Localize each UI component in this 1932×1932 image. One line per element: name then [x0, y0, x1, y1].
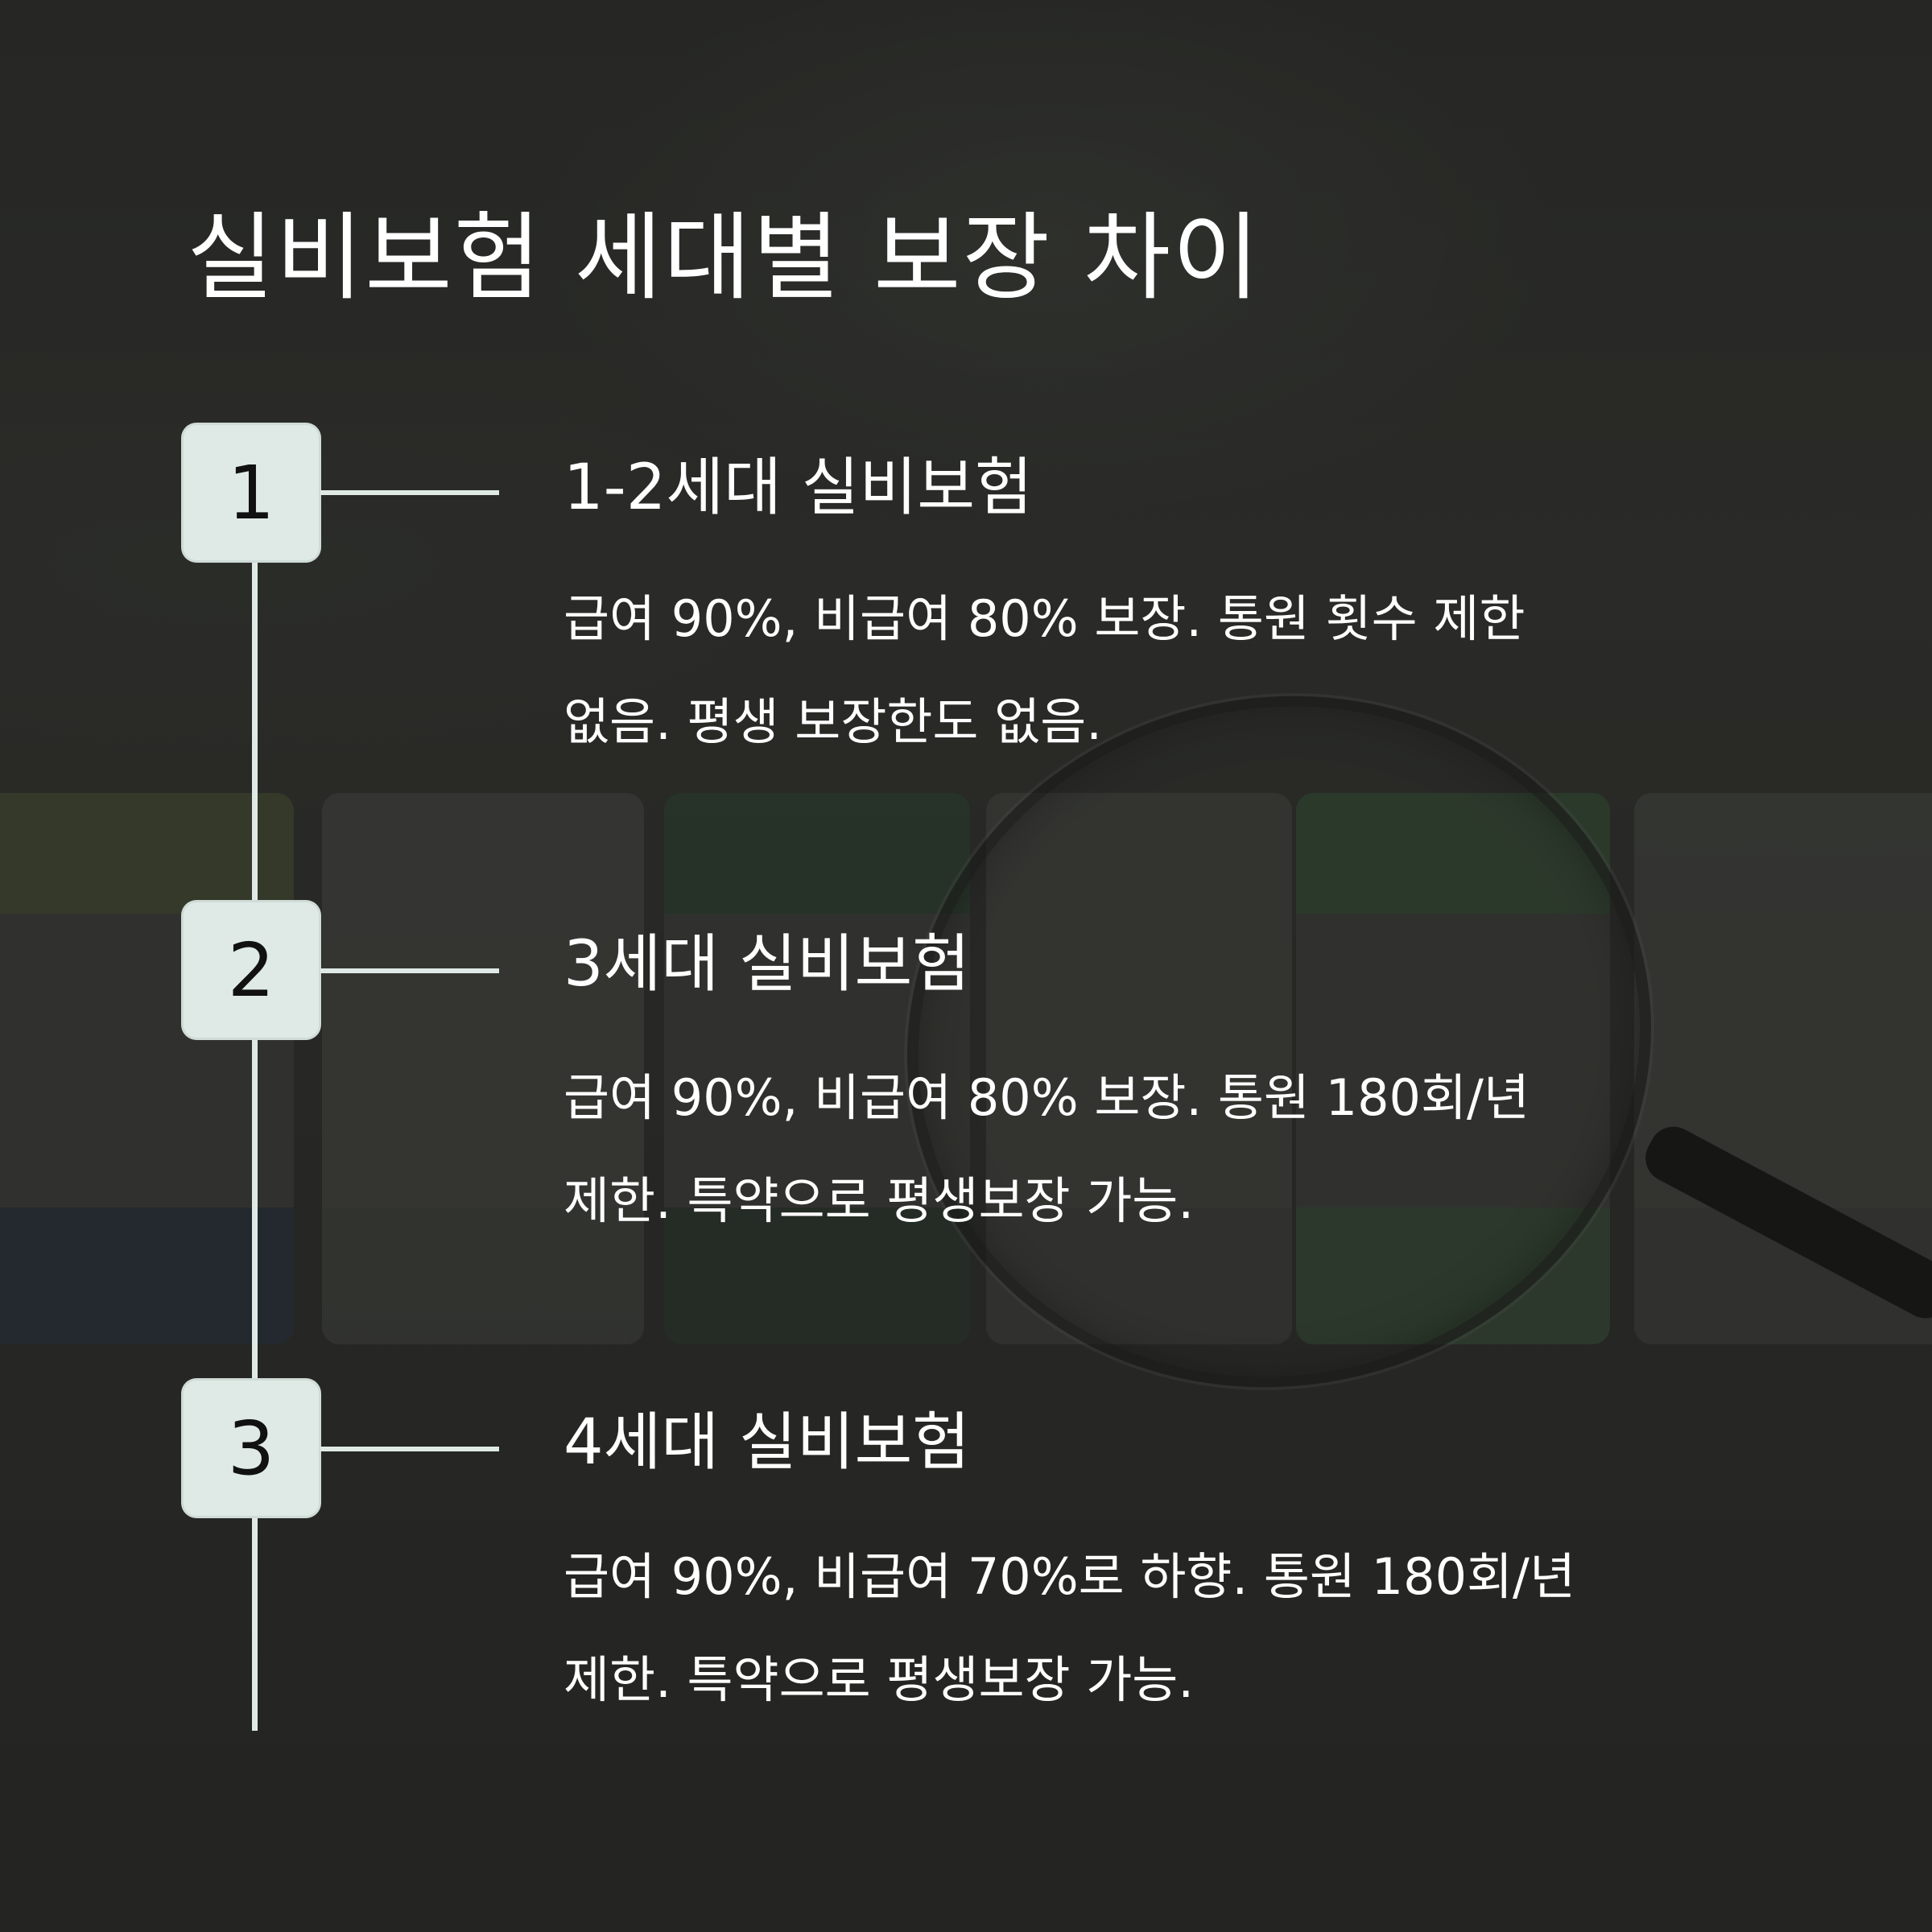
- background-card: [1296, 793, 1610, 1344]
- step-description: 급여 90%, 비급여 70%로 하향. 통원 180회/년 제한. 특약으로 …: [564, 1547, 1575, 1709]
- background-card: [664, 793, 970, 1344]
- step-heading: 4세대 실비보험: [564, 1406, 970, 1479]
- background-card: [322, 793, 644, 1344]
- timeline-line: [252, 555, 258, 1731]
- background-card: [0, 793, 294, 1344]
- step-number-badge: 3: [184, 1381, 319, 1516]
- page-title: 실비보험 세대별 보장 차이: [187, 202, 1261, 313]
- step-number-badge: 1: [184, 425, 319, 560]
- step-heading: 1-2세대 실비보험: [564, 452, 1033, 524]
- background-card: [986, 793, 1292, 1344]
- step-description: 급여 90%, 비급여 80% 보장. 통원 180회/년 제한. 특약으로 평…: [564, 1068, 1530, 1230]
- step-connector: [320, 490, 499, 495]
- step-heading: 3세대 실비보험: [564, 928, 970, 1001]
- step-number-badge: 2: [184, 902, 319, 1038]
- step-description: 급여 90%, 비급여 80% 보장. 통원 횟수 제한 없음. 평생 보장한도…: [564, 589, 1525, 751]
- step-connector: [320, 968, 499, 973]
- step-connector: [320, 1447, 499, 1451]
